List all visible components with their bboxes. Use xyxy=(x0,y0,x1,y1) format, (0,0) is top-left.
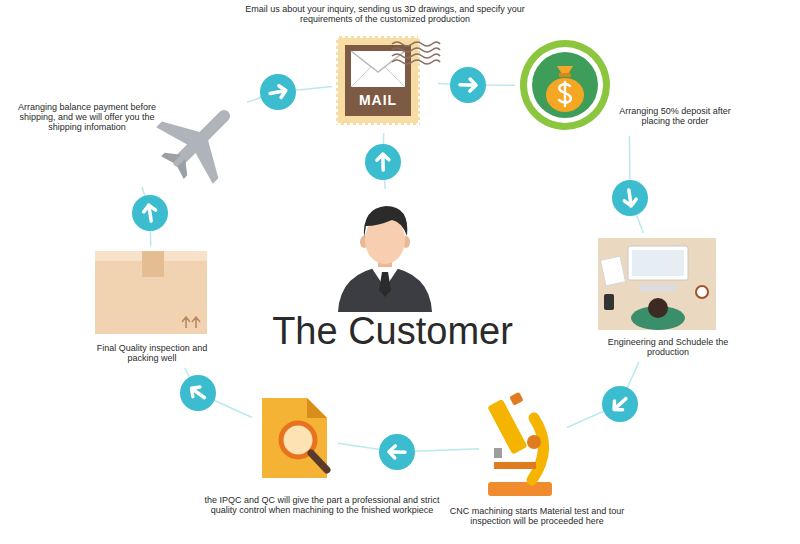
arrow-badge xyxy=(365,144,401,180)
flow-connector-group xyxy=(365,133,401,189)
package-box-icon xyxy=(95,251,207,334)
flow-connector-group xyxy=(180,368,252,417)
process-step: Email us about your inquiry, sending us … xyxy=(335,32,435,130)
arrow-head xyxy=(389,446,405,459)
arrow-badge xyxy=(602,386,638,422)
stamp-label: MAIL xyxy=(345,92,411,108)
arrow-badge xyxy=(132,195,168,231)
process-step: Final Quality inspection and packing wel… xyxy=(88,249,216,365)
arrow-head xyxy=(610,394,630,414)
arrow-head xyxy=(269,85,287,100)
step-caption: Arranging balance payment before shippin… xyxy=(12,102,162,132)
inspection-document-icon xyxy=(262,398,327,478)
customer-avatar-icon xyxy=(338,206,432,312)
arrow-badge xyxy=(180,375,216,411)
flow-connector-group xyxy=(132,187,168,246)
engineering-desk-icon xyxy=(598,238,716,330)
arrow-badge xyxy=(450,67,486,103)
flow-connector-group xyxy=(438,67,515,103)
flow-connector-group xyxy=(612,136,648,233)
arrow-badge xyxy=(379,434,415,470)
flow-connector-group xyxy=(567,362,639,427)
process-step: the IPQC and QC will give the part a pro… xyxy=(255,393,335,481)
center-title: The Customer xyxy=(255,312,530,352)
arrow-badge xyxy=(260,74,296,110)
arrow-head xyxy=(188,383,208,402)
step-caption: Arranging 50% deposit after placing the … xyxy=(612,106,738,126)
mail-stamp-icon xyxy=(336,36,440,125)
process-step: Engineering and Schudele the production xyxy=(598,236,738,359)
process-step: CNC machining starts Material test and t… xyxy=(482,395,564,499)
flow-connector-group xyxy=(247,74,332,110)
step-caption: Final Quality inspection and packing wel… xyxy=(88,343,216,363)
flow-connector-group xyxy=(338,434,479,470)
arrow-head xyxy=(143,204,157,222)
airplane-icon xyxy=(144,83,256,195)
process-step: Arranging balance payment before shippin… xyxy=(12,98,244,184)
microscope-icon xyxy=(487,392,552,496)
arrow-head xyxy=(623,189,637,207)
step-caption: the IPQC and QC will give the part a pro… xyxy=(191,495,453,515)
center-node: The Customer xyxy=(255,192,530,360)
step-caption: Email us about your inquiry, sending us … xyxy=(233,4,538,24)
step-caption: CNC machining starts Material test and t… xyxy=(442,506,632,526)
process-step: Arranging 50% deposit after placing the … xyxy=(518,38,740,133)
arrow-badge xyxy=(612,180,648,216)
step-caption: Engineering and Schudele the production xyxy=(598,337,738,357)
arrow-head xyxy=(377,154,389,170)
arrow-head xyxy=(460,79,476,91)
flow-connector xyxy=(567,362,639,427)
deposit-icon xyxy=(520,40,610,130)
